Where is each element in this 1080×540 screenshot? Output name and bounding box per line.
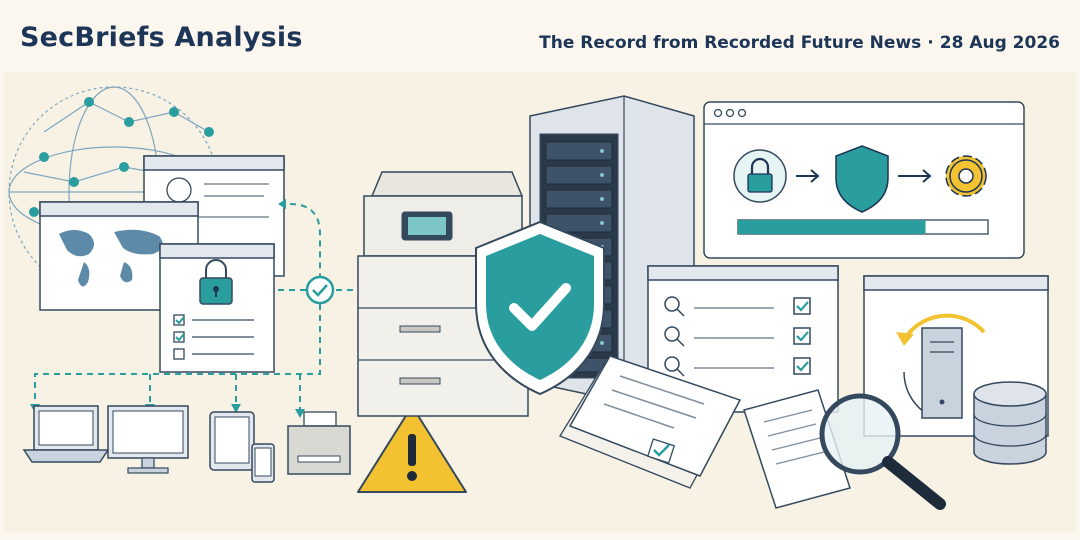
- hero-illustration-svg: [4, 72, 1076, 532]
- phone-icon: [251, 443, 275, 483]
- lock-checklist-window: [159, 243, 275, 373]
- shield-icon: [835, 145, 889, 213]
- warning-icon: [357, 405, 467, 493]
- check-circle-icon: [305, 275, 335, 305]
- hero-illustration: [4, 72, 1076, 532]
- process-window: [703, 101, 1025, 259]
- lock-icon: [199, 259, 233, 305]
- printer-icon: [287, 411, 351, 475]
- source-name: The Record from Recorded Future News: [539, 33, 922, 53]
- progress-bar-fill: [738, 220, 926, 234]
- tablet-icon: [209, 411, 255, 471]
- checklist-icon: [173, 314, 254, 360]
- publish-date: 28 Aug 2026: [939, 33, 1060, 53]
- byline: The Record from Recorded Future News·28 …: [539, 33, 1060, 53]
- shield-check-icon: [475, 220, 605, 396]
- database-icon: [973, 381, 1047, 465]
- laptop-icon: [22, 405, 110, 463]
- data-flow-lines: [34, 203, 416, 409]
- monitor-icon: [107, 405, 189, 474]
- brand-title: SecBriefs Analysis: [20, 22, 303, 53]
- magnifier-icon: [819, 393, 946, 510]
- sync-arrow-icon: [896, 313, 986, 413]
- header: SecBriefs Analysis The Record from Recor…: [0, 0, 1080, 72]
- server-tower-icon: [921, 327, 963, 419]
- gear-icon: [945, 155, 987, 197]
- progress-bar: [737, 219, 989, 235]
- padlock-icon: [733, 149, 787, 203]
- byline-separator: ·: [927, 33, 934, 53]
